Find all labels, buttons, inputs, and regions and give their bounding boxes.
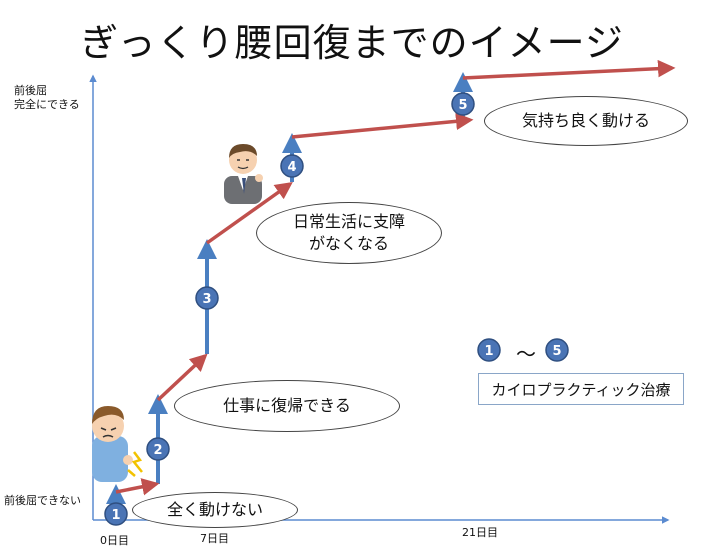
x-tick-day0: 0日目: [100, 534, 129, 547]
step-number-1: 1: [111, 508, 120, 523]
legend-badge-from: 1: [477, 338, 501, 362]
step-number-4: 4: [287, 160, 296, 175]
caption-step-5: 気持ち良く動ける: [484, 96, 688, 146]
step-badge-2: 2: [146, 437, 170, 461]
step-number-3: 3: [202, 292, 211, 307]
caption-step-4-line2: がなくなる: [308, 234, 389, 253]
step-number-2: 2: [153, 443, 162, 458]
y-axis-top-label-line2: 完全にできる: [14, 98, 80, 111]
businessman-icon: [224, 144, 263, 204]
legend-label: カイロプラクティック治療: [491, 380, 671, 399]
step-badge-1: 1: [104, 502, 128, 526]
caption-step-4-line1: 日常生活に支障: [292, 212, 405, 231]
legend-label-box: カイロプラクティック治療: [478, 373, 684, 405]
legend-tilde: ～: [516, 342, 536, 366]
progress-arrow-4: [291, 112, 474, 139]
person-in-pain-icon: [92, 406, 143, 482]
diagram-title: ぎっくり腰回復までのイメージ: [80, 21, 624, 65]
step-badge-3: 3: [195, 286, 219, 310]
progress-arrow-3: [205, 181, 293, 245]
legend-badge-to: 5: [545, 338, 569, 362]
step-number-5: 5: [458, 98, 467, 113]
step-badge-4: 4: [280, 154, 304, 178]
y-axis-top-label: 前後屈 完全にできる: [14, 84, 80, 112]
progress-arrow-2: [156, 353, 208, 402]
caption-step-2: 仕事に復帰できる: [174, 380, 400, 432]
x-tick-day7: 7日目: [200, 532, 229, 545]
y-axis-bottom-label: 前後屈できない: [4, 494, 81, 507]
legend-from-number: 1: [484, 344, 493, 359]
y-axis-top-label-line1: 前後屈: [14, 84, 47, 97]
step-badge-5: 5: [451, 92, 475, 116]
caption-step-1: 全く動けない: [132, 492, 298, 528]
progress-arrow-1: [115, 478, 160, 496]
progress-arrow-5: [462, 59, 676, 80]
caption-step-4: 日常生活に支障 がなくなる: [256, 202, 442, 264]
x-tick-day21: 21日目: [462, 526, 498, 539]
legend-to-number: 5: [552, 344, 561, 359]
